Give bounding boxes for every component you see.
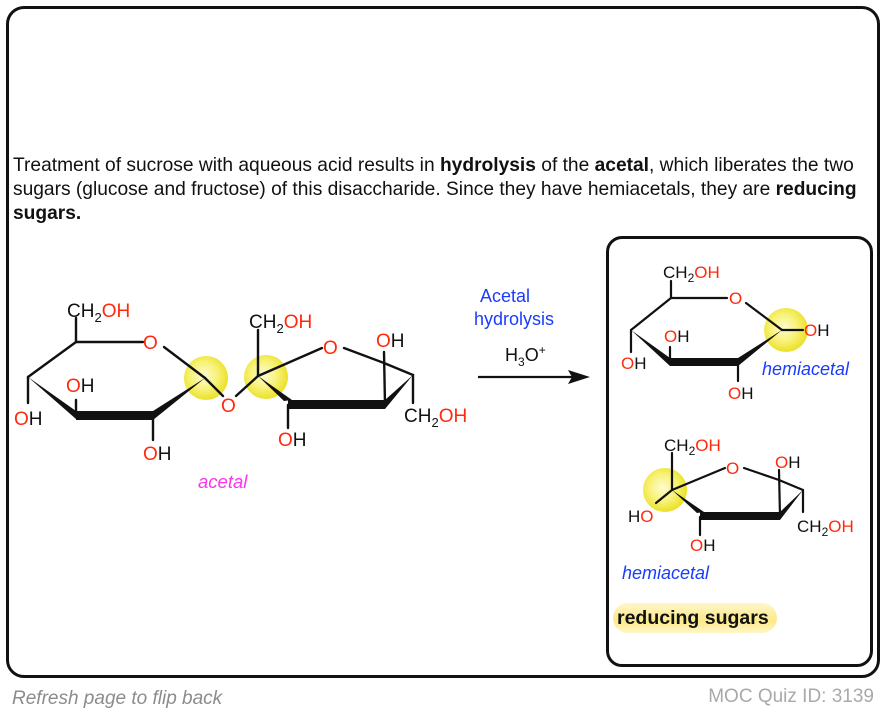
sucrose-wedges: [28, 375, 413, 420]
hemiacetal-label-glucose: hemiacetal: [762, 359, 850, 379]
intro-seg: , which liberates the two sugars (glucos…: [13, 155, 854, 200]
intro-bold-acetal: acetal: [594, 155, 650, 176]
ch2oh-label: CH2OH: [404, 406, 467, 430]
reaction-arrow-head: [568, 370, 590, 384]
oh-label: OH: [14, 409, 43, 430]
reagent-label-line2: hydrolysis: [474, 309, 554, 329]
glucose-atom-labels: CH2OH O OH OH OH OH: [621, 263, 830, 403]
oh-label: OH: [728, 384, 754, 403]
intro-seg: Treatment of sucrose with aqueous acid r…: [13, 155, 440, 176]
ch2oh-label: CH2OH: [663, 263, 720, 285]
hemiacetal-label-fructose: hemiacetal: [622, 563, 710, 583]
ring-oxygen-label: O: [729, 289, 742, 308]
glucose-wedges: [631, 330, 782, 366]
products-box: [606, 236, 873, 667]
oh-label: OH: [664, 327, 690, 346]
anomeric-highlight-fructose: [244, 355, 288, 399]
fructose-wedges: [672, 490, 803, 520]
reagent-formula: H3O+: [505, 343, 546, 369]
oh-label: OH: [621, 354, 647, 373]
hemiacetal-highlight-fructose: [643, 468, 687, 512]
reducing-sugars-tag: reducing sugars: [613, 603, 777, 633]
ch2oh-label: CH2OH: [249, 312, 312, 336]
sucrose-atom-labels: CH2OH O OH OH OH O CH2OH O OH CH2OH OH: [14, 301, 467, 465]
flashcard: [6, 6, 880, 678]
ring-oxygen-label: O: [143, 333, 158, 354]
oh-label: OH: [376, 331, 405, 352]
oh-label: OH: [143, 444, 172, 465]
quiz-id: MOC Quiz ID: 3139: [708, 686, 874, 707]
intro-text: Treatment of sucrose with aqueous acid r…: [13, 154, 863, 226]
intro-seg: of the: [535, 155, 595, 176]
ho-label: HO: [628, 507, 654, 526]
oh-label: OH: [804, 321, 830, 340]
intro-bold-reducing: reducing sugars.: [13, 179, 857, 224]
acetal-label: acetal: [198, 471, 248, 492]
refresh-hint[interactable]: Refresh page to flip back: [12, 688, 223, 709]
ring-oxygen-label: O: [726, 459, 739, 478]
reagent-label-line1: Acetal: [480, 286, 530, 306]
ch2oh-label: CH2OH: [67, 301, 130, 325]
glycosidic-oxygen-label: O: [221, 396, 236, 417]
fructose-atom-labels: CH2OH O OH HO OH CH2OH: [628, 436, 854, 555]
intro-bold-hydrolysis: hydrolysis: [439, 155, 536, 176]
oh-label: OH: [775, 453, 801, 472]
oh-label: OH: [690, 536, 716, 555]
oh-label: OH: [66, 376, 95, 397]
ch2oh-label: CH2OH: [664, 436, 721, 458]
ring-oxygen-label: O: [323, 338, 338, 359]
ch2oh-label: CH2OH: [797, 517, 854, 539]
oh-label: OH: [278, 430, 307, 451]
